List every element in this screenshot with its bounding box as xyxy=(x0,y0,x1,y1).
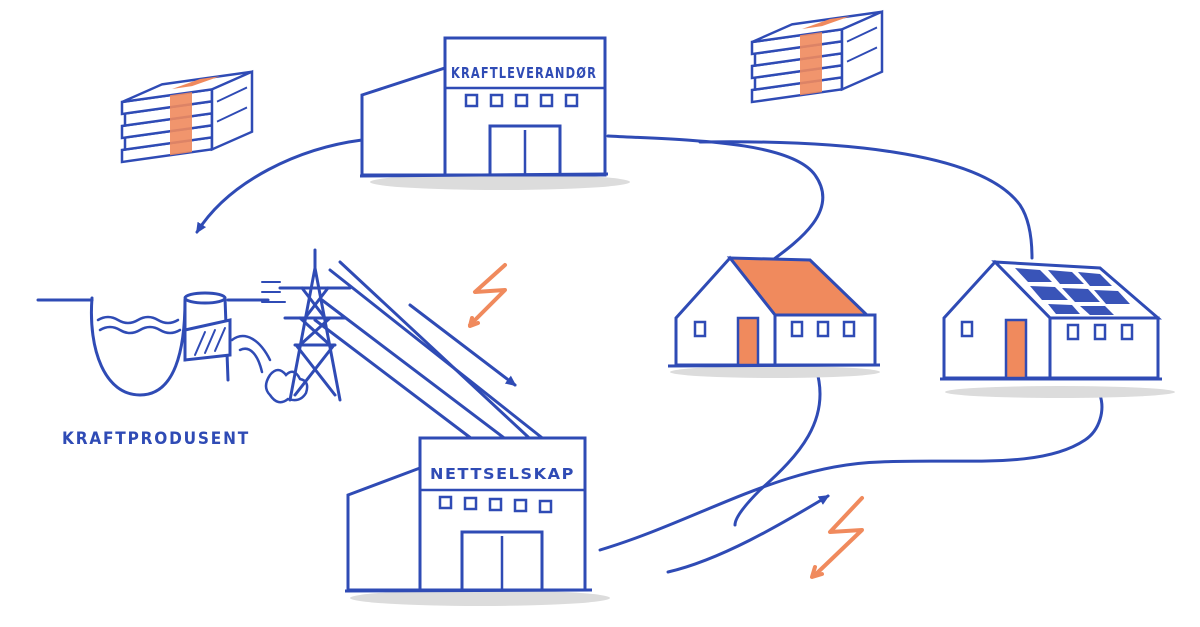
building-shadow xyxy=(370,174,630,190)
house-shadow xyxy=(945,386,1175,398)
power-line-3 xyxy=(313,318,482,447)
lightning-icon xyxy=(468,263,507,328)
building-windows xyxy=(438,495,553,514)
grid-company-label: NETTSELSKAP xyxy=(430,465,575,483)
line-grid-to-solar-house xyxy=(598,393,1104,552)
building-windows xyxy=(464,93,579,108)
line-house-down xyxy=(733,370,822,527)
flow-lines xyxy=(195,134,1104,574)
dam-icon xyxy=(36,291,309,404)
grid-company-building: NETTSELSKAP xyxy=(344,436,610,606)
power-line-2 xyxy=(320,298,522,452)
arrow-energy-lower xyxy=(666,494,830,574)
arrow-energy-upper xyxy=(408,303,517,387)
building-shadow xyxy=(350,590,610,606)
house-icon xyxy=(667,255,881,378)
supplier-label: KRAFTLEVERANDØR xyxy=(451,64,597,82)
line-supplier-to-solar-house xyxy=(698,140,1034,260)
money-stack-icon xyxy=(120,69,254,164)
solar-house-icon xyxy=(940,259,1175,398)
line-supplier-to-house xyxy=(606,134,825,264)
house-shadow xyxy=(670,366,880,378)
lightning-icon xyxy=(810,496,864,579)
arrow-supplier-to-producer xyxy=(195,138,364,234)
supplier-building: KRAFTLEVERANDØR xyxy=(359,36,630,190)
producer-label: KRAFTPRODUSENT xyxy=(62,429,250,449)
money-stack-icon xyxy=(750,9,884,104)
power-pylon-icon xyxy=(261,248,352,402)
solar-panels xyxy=(1015,268,1130,315)
power-line-4 xyxy=(338,260,542,450)
